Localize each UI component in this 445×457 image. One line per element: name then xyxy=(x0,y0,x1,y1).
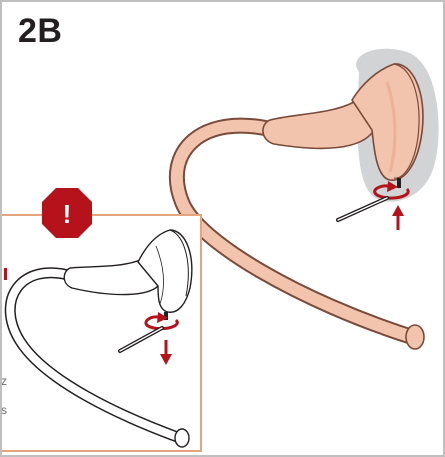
stop-octagon-icon: ! xyxy=(40,186,94,240)
inset-text-fragment-1: z xyxy=(1,374,7,388)
detail-inset xyxy=(0,214,202,452)
inset-text-fragment-2: s xyxy=(1,403,7,417)
inset-edge-marker xyxy=(4,268,7,280)
ring-end-cap xyxy=(406,325,424,349)
inset-ring-end-cap xyxy=(175,429,189,447)
inset-illustration xyxy=(0,216,204,454)
set-screw xyxy=(397,178,401,188)
inset-towel-ring-rod xyxy=(10,273,180,438)
warning-symbol: ! xyxy=(63,199,72,229)
inset-wall-mount-bell xyxy=(138,230,192,312)
